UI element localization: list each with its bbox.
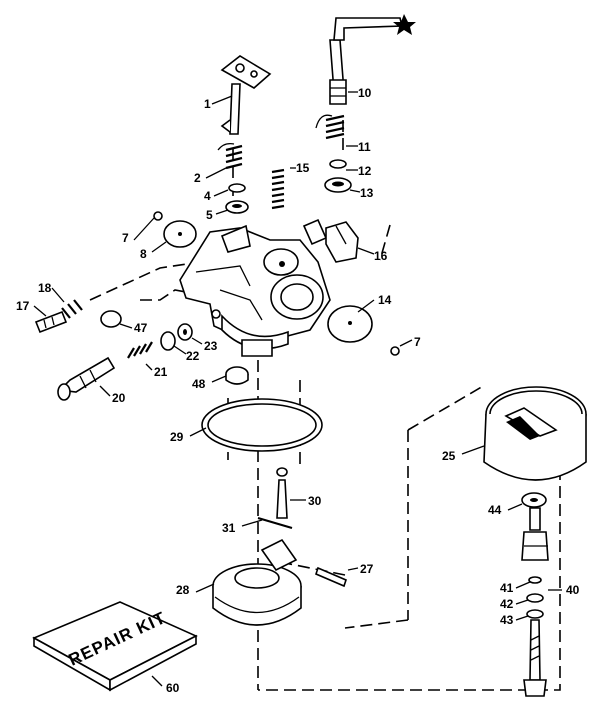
part-spring-15 [271,168,285,210]
callout-7-top: 7 [122,231,129,245]
callout-43: 43 [500,613,514,627]
callout-25: 25 [442,449,456,463]
callout-30: 30 [308,494,322,508]
callout-21: 21 [154,365,168,379]
callout-40: 40 [566,583,580,597]
part-needle-30-31 [257,467,293,530]
callout-15: 15 [296,161,310,175]
part-throttle-shaft [329,14,416,105]
part-idle-screw-17-18 [34,299,83,334]
part-carburetor-body [179,224,331,357]
callout-47: 47 [134,321,148,335]
callout-22: 22 [186,349,200,363]
callout-1: 1 [204,97,211,111]
callout-28: 28 [176,583,190,597]
leader-lines [33,91,562,687]
callout-17: 17 [16,299,30,313]
part-choke-plate [153,211,400,356]
callout-29: 29 [170,430,184,444]
callout-4: 4 [204,189,211,203]
callout-2: 2 [194,171,201,185]
callout-27: 27 [360,562,374,576]
callout-44: 44 [488,503,502,517]
callout-31: 31 [222,521,236,535]
part-repair-kit-60: REPAIR KIT [32,601,198,692]
callout-8: 8 [140,247,147,261]
part-springs [217,114,345,170]
callout-7-right: 7 [414,335,421,349]
callout-60: 60 [166,681,180,695]
callout-labels: 1 2 4 5 7 8 10 11 12 13 15 16 14 7 17 18… [16,86,580,695]
part-choke-lever [220,55,272,135]
part-needle-20-21 [57,341,153,401]
callout-41: 41 [500,581,514,595]
part-washers [225,159,352,214]
callout-48: 48 [192,377,206,391]
part-washers-22-23 [160,323,193,351]
callout-11: 11 [358,140,371,154]
part-fuel-fitting [302,218,359,263]
part-seat-48 [225,366,249,385]
part-float-bowl-25 [483,386,587,481]
callout-42: 42 [500,597,514,611]
part-float-28 [212,538,302,626]
callout-18: 18 [38,281,52,295]
callout-16: 16 [374,249,388,263]
callout-13: 13 [360,186,374,200]
callout-23: 23 [204,339,218,353]
callout-12: 12 [358,164,372,178]
callout-14: 14 [378,293,392,307]
part-bowl-hardware [521,492,549,697]
part-o-ring-47 [100,310,122,328]
part-gasket-29 [201,398,323,452]
callout-20: 20 [112,391,126,405]
callout-10: 10 [358,86,372,100]
part-pin-27 [315,566,347,588]
callout-5: 5 [206,208,213,222]
